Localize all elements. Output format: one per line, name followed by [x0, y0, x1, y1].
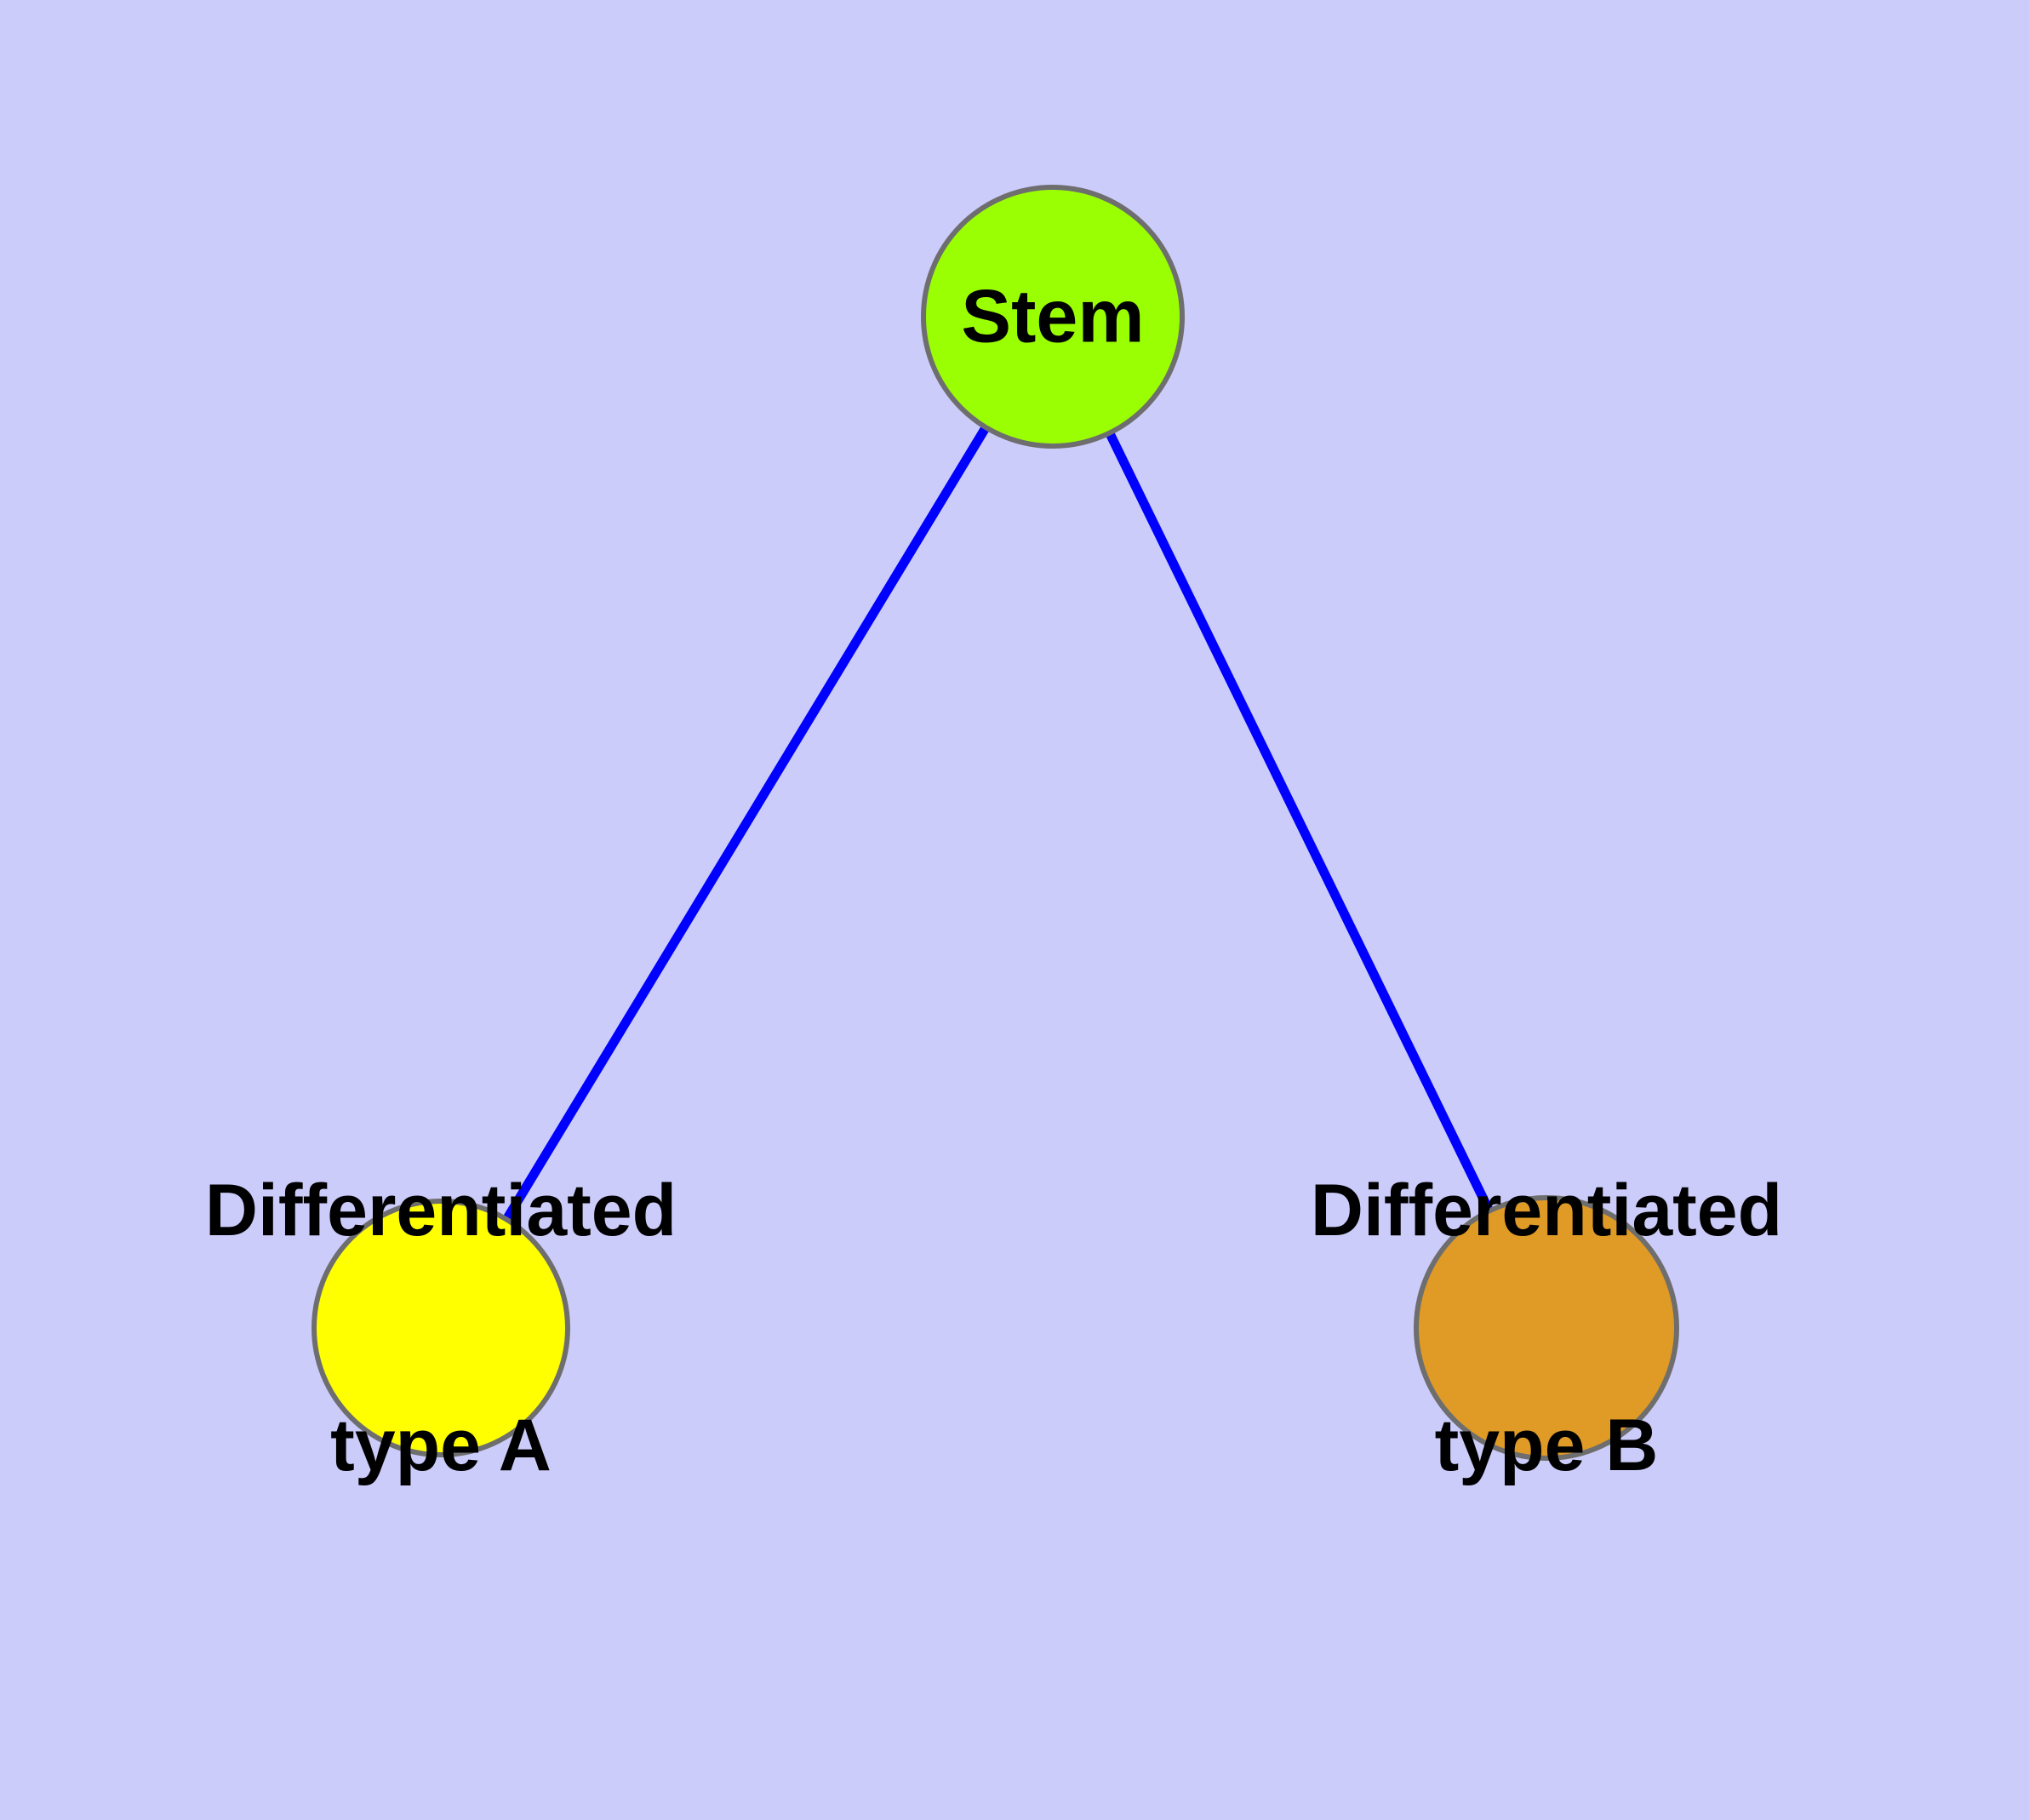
node-differentiated-type-b[interactable]	[1414, 1195, 1679, 1461]
node-stem[interactable]	[921, 185, 1185, 449]
node-layer	[311, 185, 1679, 1461]
node-differentiated-type-a[interactable]	[311, 1199, 570, 1457]
edge-stem-to-differentiated-type-a[interactable]	[437, 314, 1057, 1331]
edge-layer	[437, 314, 1551, 1331]
edge-stem-to-differentiated-type-b[interactable]	[1049, 314, 1551, 1331]
